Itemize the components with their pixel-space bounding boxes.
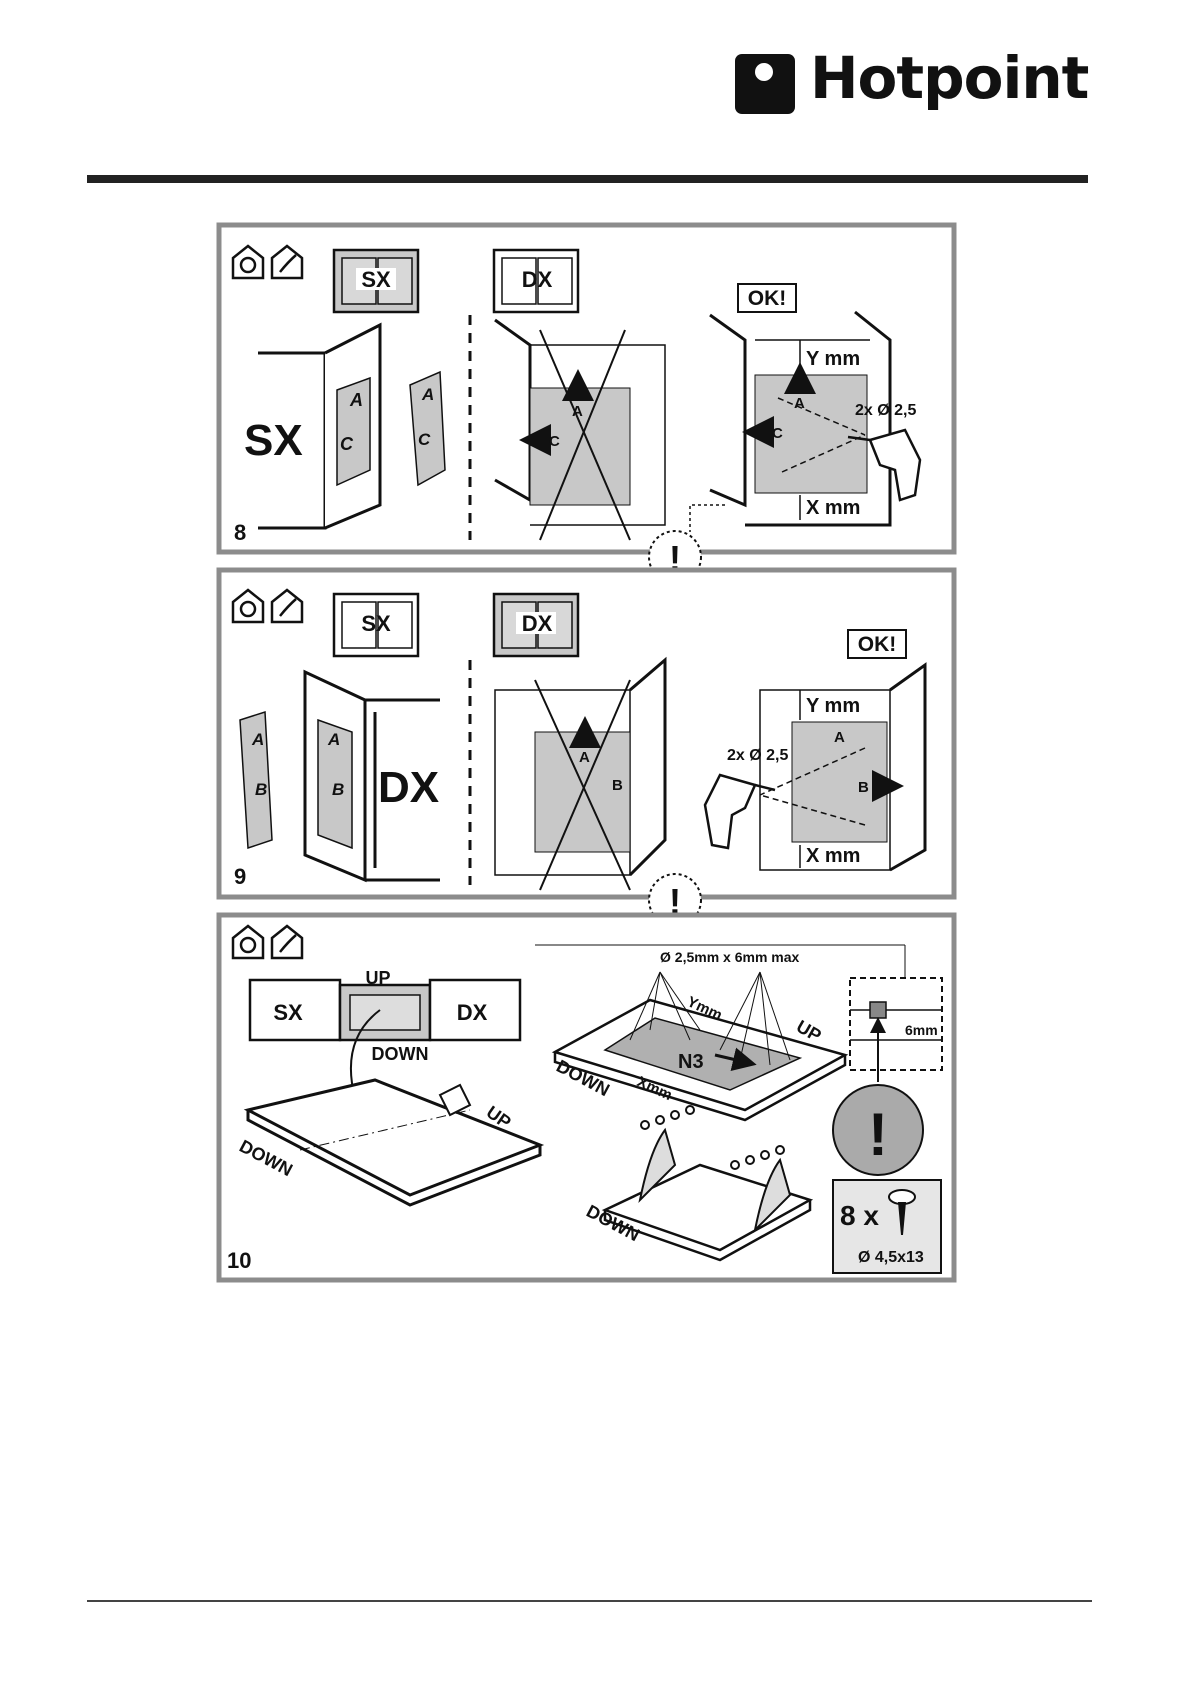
y-mm-label: Y mm <box>806 695 860 717</box>
screw-count: 8 x <box>840 1200 879 1231</box>
mark-a: A <box>349 390 363 410</box>
screw-spec-box: 8 x Ø 4,5x13 <box>833 1180 941 1273</box>
mark-b-strip: B <box>255 780 267 799</box>
big-sx-label: SX <box>244 416 303 465</box>
sx-label: SX <box>361 267 391 292</box>
n3-label: N3 <box>678 1051 704 1073</box>
cabinet-dx-icon: DX <box>494 250 578 312</box>
depth-label: 6mm <box>905 1022 938 1038</box>
mark-a-strip: A <box>421 385 434 404</box>
mark-b-wrong: B <box>612 777 623 794</box>
panel-step-9: SX DX A B A B DX 9 A <box>219 570 954 897</box>
dx-label: DX <box>522 611 553 636</box>
mark-a-strip: A <box>251 730 264 749</box>
sx-label: SX <box>361 611 391 636</box>
big-dx-label: DX <box>378 763 439 812</box>
mark-b-ok: B <box>858 779 869 796</box>
panel-step-10: SX DX UP DOWN DOWN UP 10 Ø 2,5mm x 6mm m… <box>219 915 954 1280</box>
down-label: DOWN <box>372 1044 429 1064</box>
dx-label: DX <box>457 1000 488 1025</box>
footer-rule <box>87 1600 1092 1602</box>
drill-spec: 2x Ø 2,5 <box>727 747 788 764</box>
mark-a-wrong: A <box>579 749 590 766</box>
screw-spec: Ø 4,5x13 <box>858 1249 924 1266</box>
up-label: UP <box>365 968 390 988</box>
step-number: 8 <box>234 520 246 545</box>
step-number: 10 <box>227 1248 251 1273</box>
mark-c-wrong: C <box>549 433 560 450</box>
mark-a-wrong: A <box>572 403 583 420</box>
mark-a-ok: A <box>794 395 805 412</box>
ok-callout: OK! <box>858 633 897 656</box>
mark-c-ok: C <box>772 425 783 442</box>
mark-a: A <box>327 730 340 749</box>
sx-label: SX <box>273 1000 303 1025</box>
ok-callout: OK! <box>748 287 787 310</box>
x-mm-label: X mm <box>806 845 860 867</box>
drill-spec: 2x Ø 2,5 <box>855 402 916 419</box>
mark-c-strip: C <box>418 430 431 449</box>
dx-label: DX <box>522 267 553 292</box>
y-mm-label: Y mm <box>806 348 860 370</box>
mark-c: C <box>340 434 354 454</box>
panel-step-8: SX DX A C SX A C 8 <box>219 225 954 552</box>
cabinet-sx-icon: SX <box>334 250 418 312</box>
mark-a-ok: A <box>834 729 845 746</box>
warning-mark-big: ! <box>868 1101 888 1168</box>
cabinet-dx-icon: DX <box>494 594 578 656</box>
step-number: 9 <box>234 864 246 889</box>
cabinet-sx-icon: SX <box>334 594 418 656</box>
hole-spec: Ø 2,5mm x 6mm max <box>660 949 800 965</box>
x-mm-label: X mm <box>806 497 860 519</box>
mark-b: B <box>332 780 344 799</box>
